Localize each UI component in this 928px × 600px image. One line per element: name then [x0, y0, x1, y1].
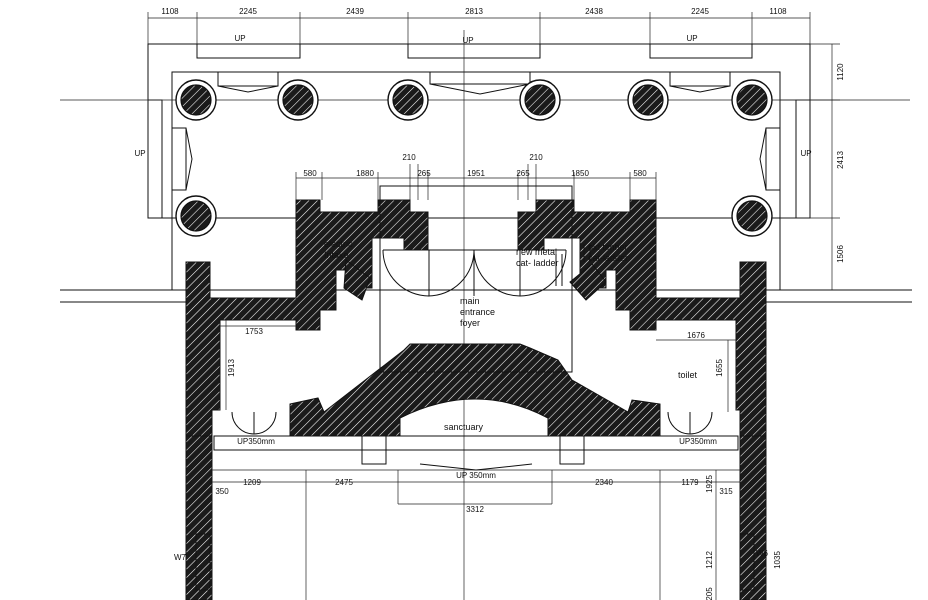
- dim-inner-9: 580: [633, 169, 647, 178]
- dim-room-left-width: 1753: [245, 327, 263, 336]
- dim-inner-7: 265: [516, 169, 530, 178]
- dim-top-7: 1108: [769, 7, 787, 16]
- window-tag-w7: W7: [174, 553, 187, 562]
- stair-label-up-left: UP: [234, 34, 245, 43]
- dim-inner-3: 580: [303, 169, 317, 178]
- dim-inner-1: 210: [402, 153, 416, 162]
- room-dimensions: 1753 1913 1676 1655: [220, 320, 736, 412]
- dim-inner-4: 1880: [356, 169, 374, 178]
- dim-side-315: 315: [719, 487, 733, 496]
- dim-bottom-3: 3312: [466, 505, 484, 514]
- dim-room-left-depth: 1913: [227, 359, 236, 377]
- dim-top-2: 2245: [239, 7, 257, 16]
- label-line: main: [460, 296, 480, 306]
- dim-bottom-5: 1179: [681, 478, 699, 487]
- stair-label-up350-left: UP350mm: [237, 437, 275, 446]
- dim-inner-5: 265: [417, 169, 431, 178]
- dim-side-1212: 1212: [705, 551, 714, 569]
- room-label-sanctuary: sanctuary: [444, 422, 484, 432]
- dim-side-205: 205: [705, 587, 714, 600]
- label-line: foyer: [460, 318, 480, 328]
- building-walls: [185, 199, 767, 600]
- stair-label-up-west: UP: [134, 149, 145, 158]
- column-7: [175, 195, 217, 237]
- dim-room-right-depth: 1655: [715, 359, 724, 377]
- dim-right-1: 1120: [836, 63, 845, 81]
- stair-label-up-center: UP: [462, 36, 473, 45]
- dim-right-3: 1506: [836, 245, 845, 263]
- label-line: old timber: [588, 242, 628, 252]
- stair-label-up350-right: UP350mm: [679, 437, 717, 446]
- label-line: entrance: [460, 307, 495, 317]
- stair-label-up-center-bottom: UP 350mm: [456, 471, 496, 480]
- dim-bottom-4: 2340: [595, 478, 613, 487]
- column-1: [175, 79, 217, 121]
- inner-top-dimension-chain: 210 210 580 1880 265 1951 265 1850 580: [295, 153, 657, 200]
- column-2: [277, 79, 319, 121]
- portico-steps: UP UP UP UP UP: [134, 34, 812, 291]
- dim-top-4: 2813: [465, 7, 483, 16]
- dim-side-350: 350: [215, 487, 229, 496]
- label-line: Intake: [324, 250, 349, 260]
- right-dimension-chain: 1120 2413 1506: [780, 43, 845, 291]
- stair-label-up-right: UP: [686, 34, 697, 43]
- column-4: [519, 79, 561, 121]
- door-swings: [231, 244, 713, 435]
- dim-room-right-width: 1676: [687, 331, 705, 340]
- interior-lines: [195, 185, 755, 600]
- stair-label-up-east: UP: [800, 149, 811, 158]
- dim-top-1: 1108: [161, 7, 179, 16]
- dim-bottom-2: 2475: [335, 478, 353, 487]
- dim-side-1035: 1035: [773, 551, 782, 569]
- bottom-dimension-chain: 1209 2475 3312 2340 1179 350 1925 315 12…: [174, 437, 782, 600]
- dim-right-2: 2413: [836, 151, 845, 169]
- column-6: [731, 79, 773, 121]
- label-line: electric: [324, 239, 353, 249]
- dim-top-5: 2438: [585, 7, 603, 16]
- label-line: new metal: [516, 247, 557, 257]
- column-5: [627, 79, 669, 121]
- label-line: cat- ladder: [516, 258, 559, 268]
- window-tag-w6: W6: [756, 549, 769, 558]
- dim-bottom-1: 1209: [243, 478, 261, 487]
- dim-inner-6: 1951: [467, 169, 485, 178]
- dim-inner-2: 210: [529, 153, 543, 162]
- portico-columns: [175, 79, 773, 237]
- dim-side-1925: 1925: [705, 475, 714, 493]
- column-8: [731, 195, 773, 237]
- room-label-toilet: toilet: [678, 370, 698, 380]
- dim-top-3: 2439: [346, 7, 364, 16]
- column-3: [387, 79, 429, 121]
- dim-top-6: 2245: [691, 7, 709, 16]
- dim-inner-8: 1850: [571, 169, 589, 178]
- label-line: cat-ladder: [588, 253, 628, 263]
- top-dimension-chain: 1108 2245 2439 2813 2438 2245 1108: [147, 7, 811, 70]
